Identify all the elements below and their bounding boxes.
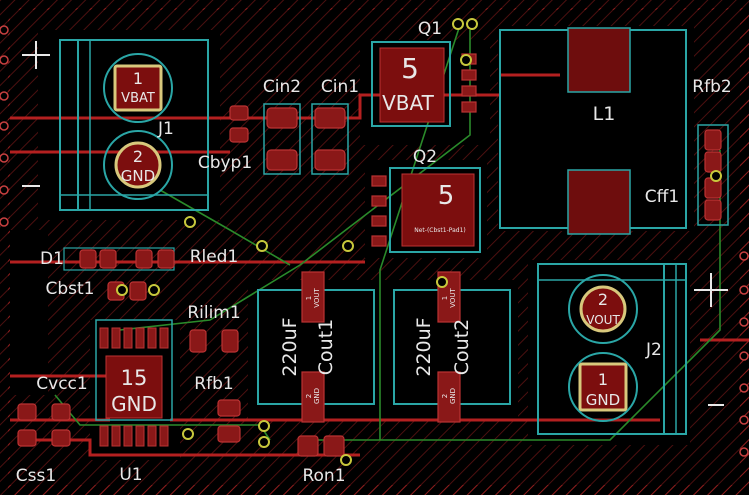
- j1-ref: J1: [157, 119, 174, 139]
- svg-text:Rled1: Rled1: [190, 247, 239, 267]
- edge-pads: [0, 25, 749, 457]
- copper-traces: [10, 73, 749, 457]
- svg-text:VBAT: VBAT: [382, 91, 435, 115]
- ic-u1[interactable]: 15 GND U1: [95, 319, 173, 485]
- u1-ref: U1: [119, 465, 142, 485]
- resistor-rfb1[interactable]: Rfb1: [194, 374, 241, 443]
- svg-text:1: 1: [133, 69, 143, 88]
- svg-text:1: 1: [598, 370, 608, 389]
- svg-text:GND: GND: [586, 391, 620, 409]
- svg-text:GND: GND: [313, 388, 321, 404]
- inductor-l1[interactable]: L1: [499, 27, 687, 235]
- resistor-rfb2[interactable]: Rfb2: [692, 77, 732, 226]
- transistor-q2[interactable]: 5 Net-(Cbst1-Pad1) Q2: [371, 147, 481, 253]
- svg-text:Cout2: Cout2: [451, 319, 473, 375]
- capacitor-cbst1[interactable]: Cbst1: [46, 279, 147, 301]
- j2-pad-1[interactable]: [578, 362, 628, 412]
- diode-d1[interactable]: D1: [40, 247, 175, 271]
- capacitor-cout1[interactable]: 220uF Cout1 1 VOUT 2 GND: [257, 271, 375, 423]
- svg-text:Cin2: Cin2: [263, 77, 301, 97]
- svg-text:220uF: 220uF: [279, 317, 301, 376]
- svg-text:5: 5: [401, 52, 419, 85]
- svg-text:VOUT: VOUT: [313, 287, 321, 307]
- capacitor-cvcc1[interactable]: Cvcc1: [36, 374, 88, 447]
- svg-text:Cin1: Cin1: [321, 77, 359, 97]
- vias: [116, 18, 722, 466]
- svg-text:GND: GND: [121, 167, 155, 185]
- svg-text:2: 2: [133, 147, 143, 166]
- j1-pad-2[interactable]: [114, 141, 162, 189]
- svg-text:VOUT: VOUT: [449, 287, 457, 307]
- svg-text:5: 5: [438, 181, 455, 211]
- capacitor-cbyp1[interactable]: Cbyp1: [198, 105, 252, 173]
- svg-text:Cout1: Cout1: [315, 319, 337, 375]
- svg-text:Rfb2: Rfb2: [692, 77, 731, 97]
- svg-text:Cbst1: Cbst1: [46, 279, 95, 299]
- svg-text:Ron1: Ron1: [302, 466, 345, 486]
- capacitor-cin1[interactable]: Cin1: [311, 77, 359, 175]
- svg-text:Net-(Cbst1-Pad1): Net-(Cbst1-Pad1): [414, 227, 466, 234]
- connector-j2[interactable]: 2 VOUT 1 GND J2: [537, 263, 728, 435]
- svg-text:1: 1: [305, 296, 313, 300]
- j2-pad-2[interactable]: [579, 285, 627, 333]
- svg-text:VOUT: VOUT: [586, 313, 620, 327]
- resistor-ron1[interactable]: Ron1: [297, 435, 346, 486]
- capacitor-cout2[interactable]: 220uF Cout2 1 VOUT 2 GND: [393, 271, 511, 423]
- svg-text:Rilim1: Rilim1: [187, 303, 240, 323]
- svg-text:Cvcc1: Cvcc1: [36, 374, 87, 394]
- resistor-rilim1[interactable]: Rilim1: [187, 303, 241, 353]
- svg-text:GND: GND: [449, 388, 457, 404]
- svg-text:2: 2: [598, 290, 608, 309]
- connector-j1[interactable]: 1 VBAT 2 GND J1: [22, 39, 209, 211]
- svg-text:220uF: 220uF: [413, 317, 435, 376]
- svg-text:D1: D1: [40, 249, 64, 269]
- svg-text:1: 1: [441, 296, 449, 300]
- j1-pad-1[interactable]: [113, 64, 163, 112]
- svg-text:Rfb1: Rfb1: [194, 374, 233, 394]
- svg-text:2: 2: [305, 394, 313, 398]
- svg-text:Cff1: Cff1: [645, 187, 679, 207]
- q2-ref: Q2: [413, 147, 437, 167]
- capacitor-cin2[interactable]: Cin2: [263, 77, 301, 175]
- svg-text:Cbyp1: Cbyp1: [198, 153, 252, 173]
- capacitor-css1[interactable]: Css1: [16, 403, 56, 486]
- j2-ref: J2: [645, 340, 662, 360]
- svg-text:Css1: Css1: [16, 466, 56, 486]
- svg-text:2: 2: [441, 394, 449, 398]
- q1-ref: Q1: [418, 19, 442, 39]
- l1-ref: L1: [593, 103, 616, 125]
- svg-text:GND: GND: [111, 392, 157, 416]
- svg-text:15: 15: [121, 366, 148, 390]
- svg-text:VBAT: VBAT: [121, 91, 155, 106]
- resistor-rled1[interactable]: Rled1: [135, 247, 239, 269]
- transistor-q1[interactable]: 5 VBAT Q1: [371, 19, 477, 127]
